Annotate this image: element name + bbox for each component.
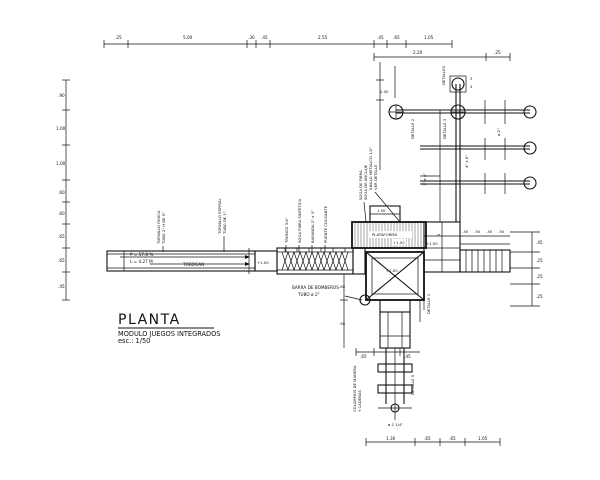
- dim-30d: .30: [498, 229, 505, 234]
- page-title: PLANTA: [118, 312, 181, 328]
- dim-4-label: 4: [470, 84, 473, 89]
- baranda-label: BARANDA 2" x 3": [310, 210, 315, 243]
- soga-label: SOGA FIBRA SINTETICA: [297, 198, 302, 243]
- page-subtitle: MODULO JUEGOS INTEGRADOS: [118, 330, 220, 338]
- tornillo1-label: TORNILLO ROSCA: [156, 210, 161, 245]
- mid-dim-2: .45: [404, 354, 411, 359]
- right-dim-4: .25: [536, 294, 543, 299]
- detalle3-label: DETALLE 3: [442, 118, 447, 139]
- tornillo-esp1-label: TORNILLO ESPIRAL: [217, 198, 222, 235]
- dim-90-label: .90: [339, 321, 346, 326]
- lower-structure: ø 2 1/4" .60 .90: [339, 274, 425, 427]
- right-dimension-chain: .45 .25 .25 .25: [510, 231, 543, 307]
- mid-dim-1: .65: [360, 354, 367, 359]
- left-dim-2: 1.00: [56, 126, 66, 131]
- dim-200-label: 2.00: [380, 89, 389, 94]
- left-dim-7: .65: [58, 258, 65, 263]
- anillo2-label: VER DETALLE: [373, 164, 378, 190]
- dim-30a: .30: [462, 229, 469, 234]
- top-dim-3: .30: [248, 35, 255, 40]
- dim-30c: .30: [486, 229, 493, 234]
- dim-30b: .30: [474, 229, 481, 234]
- scale-label: esc.: 1/50: [118, 337, 150, 345]
- left-dim-8: .45: [58, 284, 65, 289]
- dim-1-label: 1: [436, 233, 441, 236]
- detalles-label: DETALLES: [441, 65, 446, 85]
- tornillo2-label: TUBO 2" H DE 5": [161, 212, 166, 245]
- upper-structure: 2.00 4 3: [376, 62, 537, 222]
- left-dim-4: .60: [58, 190, 65, 195]
- vm-label: ø 2 1/4": [388, 422, 403, 427]
- detalle1-label: DETALLE 1: [426, 293, 431, 314]
- left-dimension-chain: .90 1.00 1.00 .60 .60 .65 .65 .45: [56, 79, 70, 301]
- top-dim-4: .45: [261, 35, 268, 40]
- soga2b-label: SOGA DE ANCLAJE: [363, 164, 368, 200]
- d2-label: ø 2": [496, 128, 501, 136]
- top-dim-1: .25: [115, 35, 122, 40]
- bottom-dim-1: 1.30: [386, 436, 396, 441]
- nivel4-label: +1.50: [426, 241, 438, 246]
- tres4-label: 3" x 4": [422, 173, 427, 186]
- detalle2-label: DETALLE 2: [410, 118, 415, 139]
- dim-60-label: .60: [339, 284, 346, 289]
- left-dim-6: .65: [58, 234, 65, 239]
- tobogan-label: TOBOGAN: [182, 262, 204, 267]
- slide-tobogan: P = 57.8 % L = 4.27 M TOBOGAN +1.00: [106, 248, 278, 274]
- nivel2-label: +1.50: [393, 240, 405, 245]
- tronco-label: TRONCO 3/4": [284, 217, 289, 244]
- left-dim-5: .60: [58, 211, 65, 216]
- top-dim-5: 2.55: [318, 35, 328, 40]
- right-dim-3: .25: [536, 274, 543, 279]
- central-platform: PLATAFORMA +1.50 1.50 +1.00 +1.50 .30 .3…: [351, 205, 511, 301]
- leader-lines: [162, 175, 440, 301]
- left-dim-1: .90: [58, 93, 65, 98]
- bottom-dim-4: 1.05: [478, 436, 488, 441]
- dim-3-label: 3: [470, 76, 473, 81]
- hanging-bridge: [276, 247, 366, 275]
- right-dim-2: .25: [536, 258, 543, 263]
- top-dim-6: .45: [377, 35, 384, 40]
- bottom-dim-3: .65: [449, 436, 456, 441]
- barra-label: BARRA DE BOMBEROS: [292, 285, 339, 290]
- nivel-label: +1.00: [257, 260, 269, 265]
- barra-tubo-label: TUBO ø 2": [297, 292, 320, 297]
- dim-150-label: 1.50: [377, 208, 386, 213]
- tornillo-esp2-label: TUBO DE 1": [222, 211, 227, 235]
- vertical-labels: DETALLE 2 DETALLE 3 DETALLES ø 2" 4" x 6…: [156, 65, 501, 412]
- bottom-dim-2: .65: [424, 436, 431, 441]
- nivel3-label: +1.00: [386, 268, 398, 273]
- anillo1-label: ANILLO METALICO 1/2": [368, 147, 373, 190]
- columpios1-label: COLUMPIOS DE MADERA: [352, 365, 357, 412]
- length-label: L = 4.27 M: [130, 259, 153, 264]
- top-dim-8: 1.05: [424, 35, 434, 40]
- detalle5-label: DETALLE 5: [410, 374, 415, 395]
- plataforma-label: PLATAFORMA: [372, 232, 398, 237]
- columpios2-label: Y CADENAS: [357, 389, 362, 412]
- top-dimension-chain: .25 5.00 .30 .45 2.55 .45 .65 1.05 2.20 …: [103, 35, 511, 61]
- soga2a-label: SOGA DE FIBRA: [358, 170, 363, 200]
- cuatro6-label: 4" x 6": [464, 155, 469, 168]
- top-dim2-1: 2.20: [413, 50, 423, 55]
- right-dim-1: .45: [536, 240, 543, 245]
- left-dim-3: 1.00: [56, 161, 66, 166]
- top-dim-2: 5.00: [183, 35, 193, 40]
- bottom-dimension-chain: 1.30 .65 .65 1.05 .65 .45: [355, 348, 501, 446]
- top-dim2-2: .25: [494, 50, 501, 55]
- title-block: PLANTA MODULO JUEGOS INTEGRADOS esc.: 1/…: [118, 312, 220, 345]
- slope-label: P = 57.8 %: [130, 252, 153, 257]
- top-dim-7: .65: [393, 35, 400, 40]
- puente-label: PUENTE COLGANTE: [323, 205, 328, 243]
